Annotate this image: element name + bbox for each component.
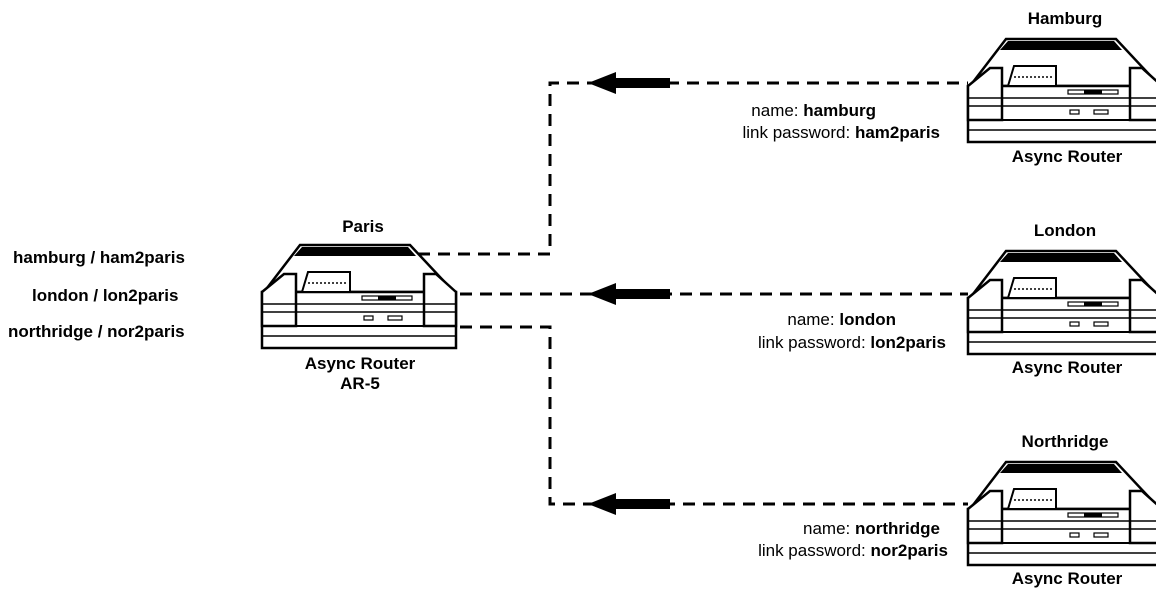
hamburg-password-line: link password: ham2paris — [640, 123, 941, 142]
password-value: nor2paris — [870, 541, 948, 560]
name-value: northridge — [855, 519, 940, 538]
name-prefix: name: — [751, 101, 799, 120]
name-prefix: name: — [787, 310, 835, 329]
router-icon-london — [966, 249, 1156, 356]
link-line-hamburg — [418, 81, 968, 256]
password-value: ham2paris — [854, 123, 940, 142]
name-value: london — [839, 310, 896, 329]
hamburg-name-line: name: hamburg — [640, 102, 876, 119]
router-icon-hamburg — [966, 37, 1156, 144]
password-prefix: link password: — [758, 541, 866, 560]
london-model: Async Router — [1011, 358, 1123, 377]
arrow-icon-northridge — [588, 493, 670, 515]
hamburg-title: Hamburg — [1027, 9, 1103, 28]
paris-title: Paris — [342, 217, 384, 236]
name-prefix: name: — [803, 519, 851, 538]
london-password-line: link password: lon2paris — [640, 334, 946, 351]
northridge-name-line: name: northridge — [640, 520, 940, 537]
northridge-password-line: link password: nor2paris — [640, 542, 948, 559]
northridge-title: Northridge — [1021, 432, 1109, 451]
credential-northridge: northridge / nor2paris — [8, 322, 185, 341]
credential-london: london / lon2paris — [32, 286, 179, 305]
credential-hamburg: hamburg / ham2paris — [13, 248, 185, 267]
link-line-northridge — [440, 325, 968, 506]
arrow-icon-hamburg — [588, 72, 670, 94]
paris-model: Async Router — [304, 354, 416, 373]
paris-model-number: AR-5 — [340, 374, 380, 393]
hamburg-model: Async Router — [1011, 147, 1123, 166]
router-icon-paris — [260, 243, 458, 350]
router-icon-northridge — [966, 460, 1156, 567]
name-value: hamburg — [803, 101, 876, 120]
arrow-icon-london — [588, 283, 670, 305]
northridge-model: Async Router — [1011, 569, 1123, 588]
london-name-line: name: london — [640, 311, 896, 328]
password-value: lon2paris — [870, 333, 946, 352]
password-prefix: link password: — [742, 123, 851, 142]
password-prefix: link password: — [757, 333, 866, 352]
london-title: London — [1033, 221, 1097, 240]
